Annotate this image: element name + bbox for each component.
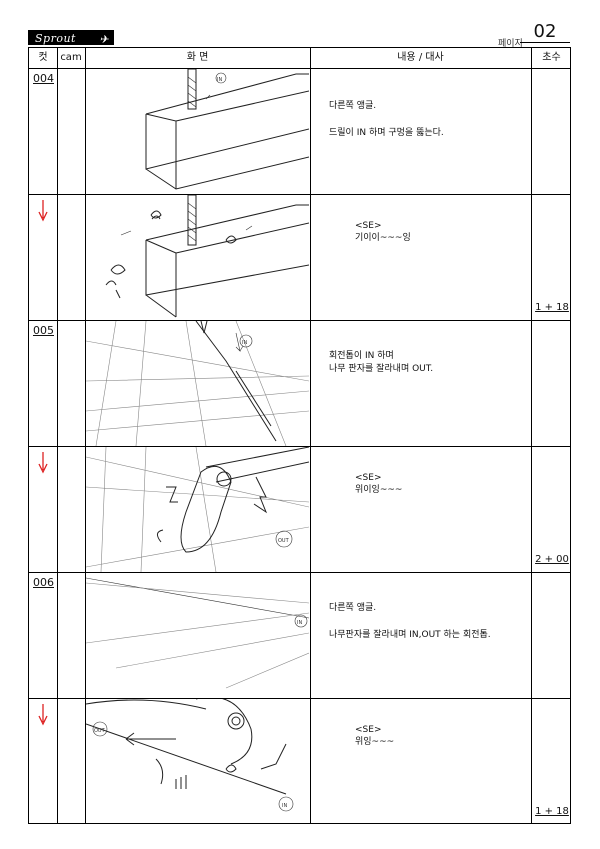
divider xyxy=(531,48,532,823)
sketch-saw-cutting-board-2: OUT xyxy=(86,447,309,572)
sketch-in-mark: IN xyxy=(282,803,287,809)
sketch-drill-wood-block-2 xyxy=(105,195,309,318)
sketch-drill-wood-block: IN xyxy=(145,69,309,190)
continue-arrow-icon xyxy=(38,200,48,222)
row-divider xyxy=(29,698,570,699)
row-divider xyxy=(29,572,570,573)
storyboard-sheet: 컷 cam 화 면 내용 / 대사 초수 004 다른쪽 앵글. 드릴이 IN … xyxy=(28,47,571,824)
sketch-board-surface: IN xyxy=(86,577,309,689)
description-line: 다른쪽 앵글. xyxy=(329,603,377,613)
description-line: 나무 판자를 잘라내며 OUT. xyxy=(329,364,434,374)
continue-arrow-icon xyxy=(38,452,48,474)
sound-effect: <SE> 위잉~~~ xyxy=(355,724,394,748)
sketch-saw-in-out: OUT IN xyxy=(86,699,294,812)
duration: 1 + 18 xyxy=(535,302,569,313)
sketch-out-mark: OUT xyxy=(278,538,290,544)
sketch-in-mark: IN xyxy=(242,340,247,346)
se-label: <SE> xyxy=(355,725,382,735)
logo-text: Sprout xyxy=(35,32,76,45)
sprout-logo: Sprout ✈ xyxy=(28,30,114,46)
col-cam: cam xyxy=(60,52,82,63)
description-line: 드릴이 IN 하며 구멍을 뚫는다. xyxy=(329,128,444,138)
bird-icon: ✈ xyxy=(99,33,109,46)
sound-effect: <SE> 기이이~~~잉 xyxy=(355,220,411,244)
column-header-row: 컷 cam 화 면 내용 / 대사 초수 xyxy=(29,48,570,69)
duration: 2 + 00 xyxy=(535,554,569,565)
cut-number: 005 xyxy=(33,324,54,337)
description-line: 나무판자를 잘라내며 IN,OUT 하는 회전톱. xyxy=(329,630,491,640)
se-text: 기이이~~~잉 xyxy=(355,233,411,243)
row-divider xyxy=(29,446,570,447)
cut-number: 006 xyxy=(33,576,54,589)
se-text: 위이잉~~~ xyxy=(355,485,403,495)
page-label: 페이지 xyxy=(498,39,523,49)
cut-description: 다른쪽 앵글. 나무판자를 잘라내며 IN,OUT 하는 회전톱. xyxy=(329,602,491,656)
se-label: <SE> xyxy=(355,473,382,483)
continue-arrow-icon xyxy=(38,704,48,726)
duration: 1 + 18 xyxy=(535,806,569,817)
cut-description: 다른쪽 앵글. 드릴이 IN 하며 구멍을 뚫는다. xyxy=(329,100,444,154)
divider xyxy=(57,48,58,823)
row-divider xyxy=(29,320,570,321)
col-content: 내용 / 대사 xyxy=(397,52,444,63)
divider xyxy=(85,48,86,823)
sketch-in-mark: IN xyxy=(297,620,302,626)
se-label: <SE> xyxy=(355,221,382,231)
col-screen: 화 면 xyxy=(186,52,209,63)
cut-number: 004 xyxy=(33,72,54,85)
col-duration: 초수 xyxy=(542,52,561,63)
sketch-saw-cutting-board: IN xyxy=(86,321,309,446)
cut-description: 회전톱이 IN 하며 나무 판자를 잘라내며 OUT. xyxy=(329,350,433,376)
description-line: 다른쪽 앵글. xyxy=(329,101,377,111)
sketch-out-mark: OUT xyxy=(94,728,106,734)
sketch-in-mark: IN xyxy=(217,77,222,83)
description-line: 회전톱이 IN 하며 xyxy=(329,351,394,361)
row-divider xyxy=(29,194,570,195)
se-text: 위잉~~~ xyxy=(355,737,395,747)
divider xyxy=(310,48,311,823)
sound-effect: <SE> 위이잉~~~ xyxy=(355,472,402,496)
page-number: 02 xyxy=(520,22,570,43)
col-cut: 컷 xyxy=(38,52,48,63)
